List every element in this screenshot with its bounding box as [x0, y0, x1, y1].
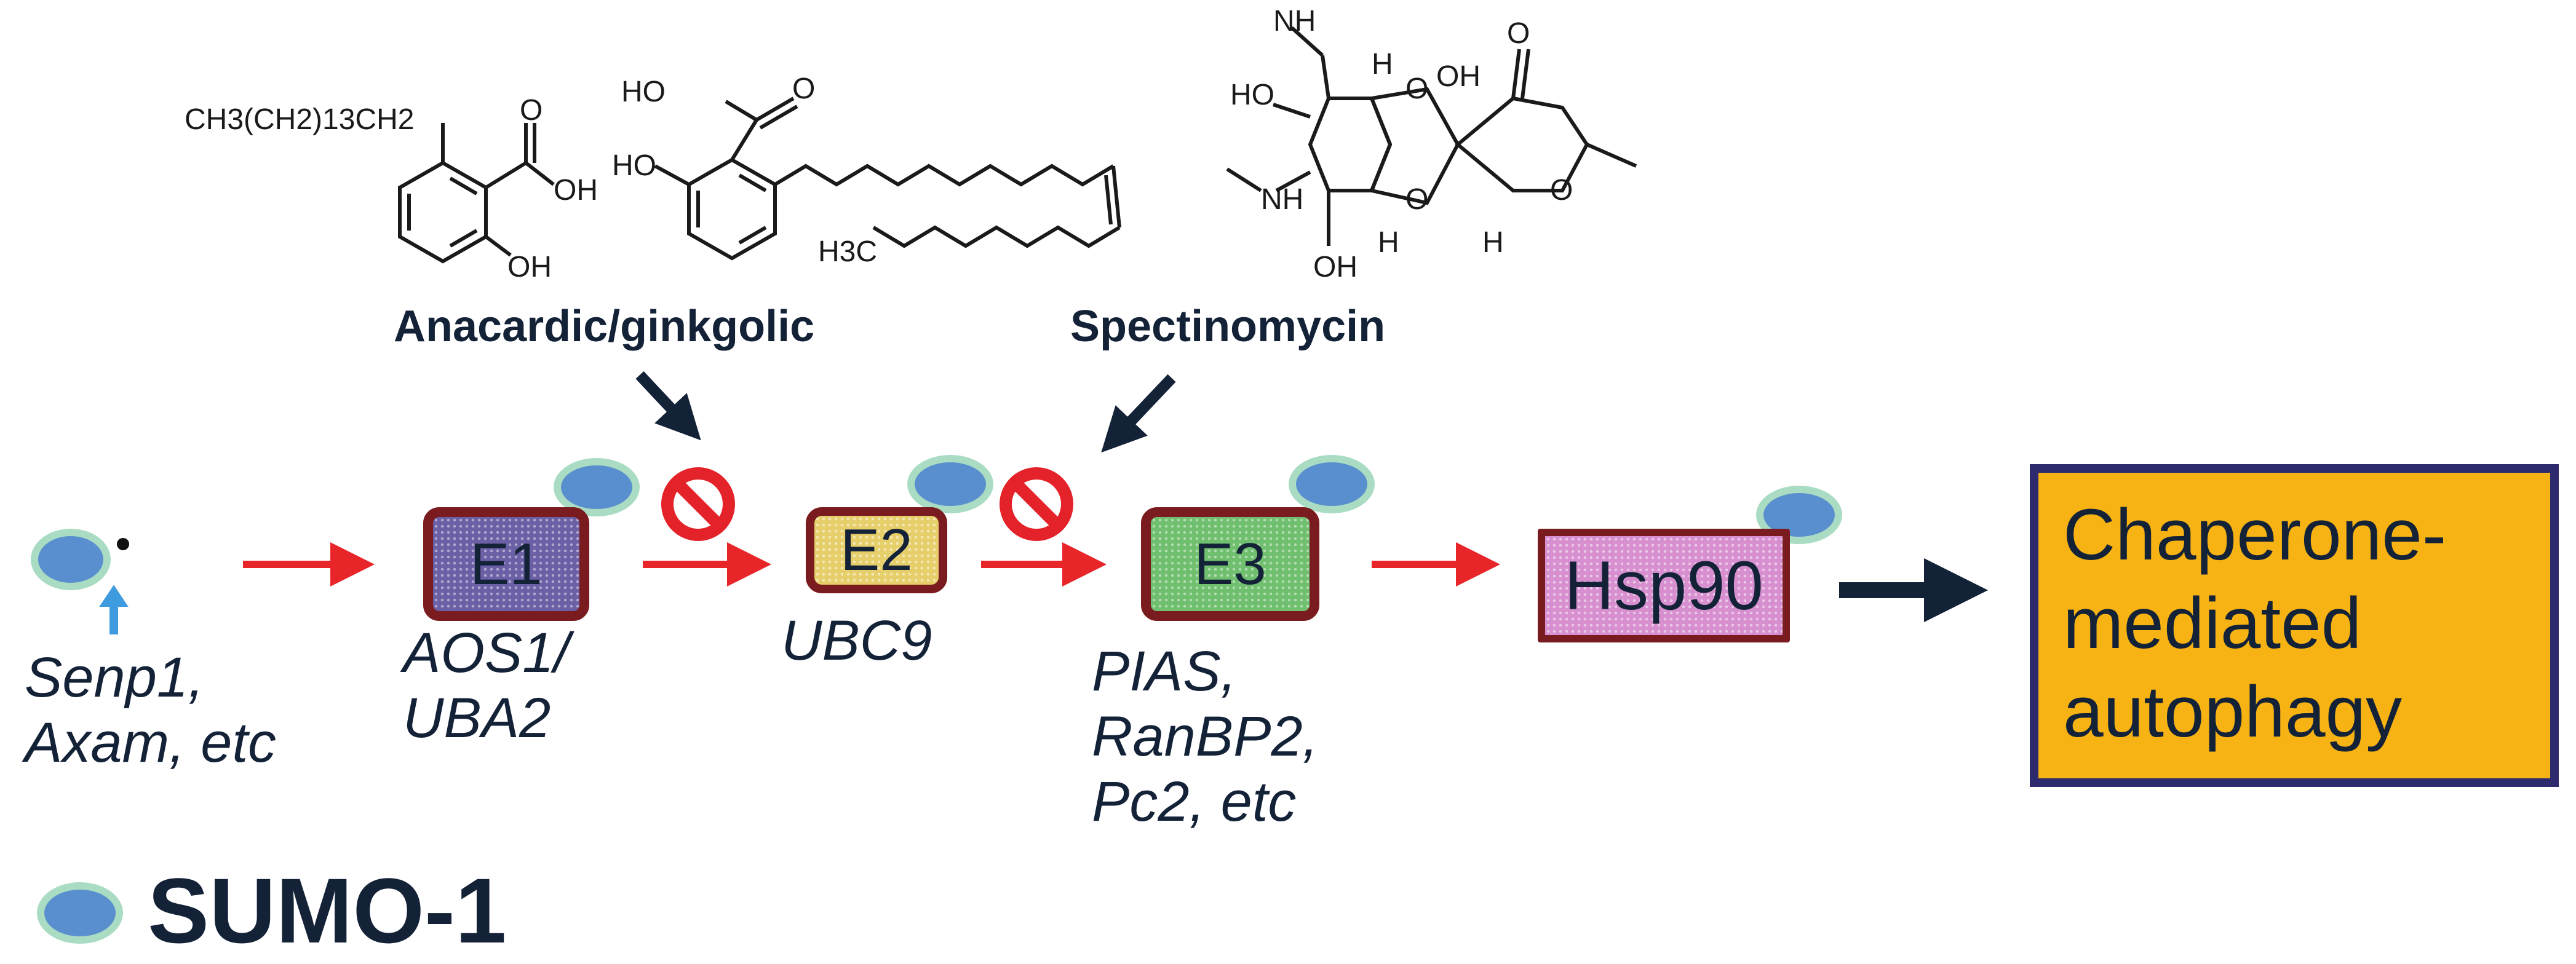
start-line1: Senp1, [25, 646, 204, 709]
e1-sub-line2: UBA2 [403, 686, 551, 749]
outcome-line3: autophagy [2063, 671, 2403, 753]
hsp90-box: Hsp90 [1538, 529, 1790, 642]
e2-sublabel: UBC9 [781, 609, 932, 674]
up-arrow-icon [99, 585, 129, 634]
spectino-nh-top-label: NH [1273, 5, 1316, 38]
spectino-nh-bottom-label: NH [1261, 183, 1303, 216]
sumo-oval-icon [1289, 455, 1375, 513]
outcome-box: Chaperone- mediated autophagy [2030, 464, 2559, 787]
phenol-oh-label: OH [507, 251, 552, 283]
legend-sumo-label: SUMO-1 [148, 859, 507, 962]
ginkgolic-o-label: O [792, 73, 815, 105]
anacardic-acid-structure: CH3(CH2)13CH2 O OH OH [185, 94, 598, 283]
e3-box: E3 [1141, 507, 1319, 621]
sumo-bond-dot [117, 538, 129, 550]
e3-sublabel: PIAS, RanBP2, Pc2, etc [1092, 639, 1318, 834]
spectino-o3-label: O [1550, 174, 1573, 207]
ginkgolic-acid-structure: HO O HO H3C [612, 73, 1121, 268]
ginkgolic-h3c-label: H3C [818, 235, 877, 268]
e1-box: E1 [423, 507, 589, 621]
e2-box: E2 [806, 507, 947, 593]
hsp90-label: Hsp90 [1564, 547, 1763, 624]
e1-sub-line1: AOS1/ [403, 622, 570, 684]
spectino-ho-label: HO [1230, 79, 1274, 111]
acid-oh-label: OH [554, 174, 598, 207]
e3-sub-line2: RanBP2, [1092, 705, 1319, 768]
spectino-ketone-o-label: O [1507, 17, 1530, 50]
spectino-oh-top-label: OH [1436, 60, 1481, 93]
e2-label: E2 [840, 517, 913, 583]
spectino-o2-label: O [1405, 183, 1428, 216]
spectino-oh-bottom-label: OH [1313, 251, 1358, 283]
spectinomycin-label: Spectinomycin [1070, 302, 1386, 351]
arrow-anacardic-inhibit [635, 371, 701, 441]
spectino-o1-label: O [1405, 73, 1428, 105]
arrow-spectinomycin-inhibit [1101, 374, 1176, 453]
spectino-h3-label: H [1482, 226, 1504, 259]
spectinomycin-structure: NH HO OH O O O O NH OH H H H [1226, 5, 1637, 283]
start-line2: Axam, etc [25, 711, 277, 774]
spectino-h2-label: H [1378, 226, 1399, 259]
no-entry-icon [1000, 467, 1073, 541]
spectino-h1-label: H [1372, 48, 1393, 81]
e3-sub-line1: PIAS, [1092, 640, 1237, 703]
carbonyl-o-label: O [520, 94, 543, 127]
ginkgolic-ho-top-label: HO [621, 76, 666, 108]
ginkgolic-ho-label: HO [612, 149, 656, 182]
sumo-oval-icon [907, 455, 993, 513]
e1-label: E1 [470, 531, 543, 597]
chain-formula: CH3(CH2)13CH2 [185, 103, 414, 136]
e2-sub-line1: UBC9 [781, 609, 932, 672]
no-entry-icon [661, 467, 735, 541]
outcome-line2: mediated [2063, 582, 2362, 664]
e3-label: E3 [1194, 531, 1266, 597]
legend-sumo-oval-icon [37, 882, 123, 944]
sumo-oval-icon [31, 529, 111, 590]
e1-sublabel: AOS1/ UBA2 [403, 621, 570, 751]
outcome-line1: Chaperone- [2063, 494, 2447, 575]
anacardic-label: Anacardic/ginkgolic [394, 302, 815, 351]
start-sublabel: Senp1, Axam, etc [25, 646, 276, 776]
e3-sub-line3: Pc2, etc [1092, 770, 1297, 833]
